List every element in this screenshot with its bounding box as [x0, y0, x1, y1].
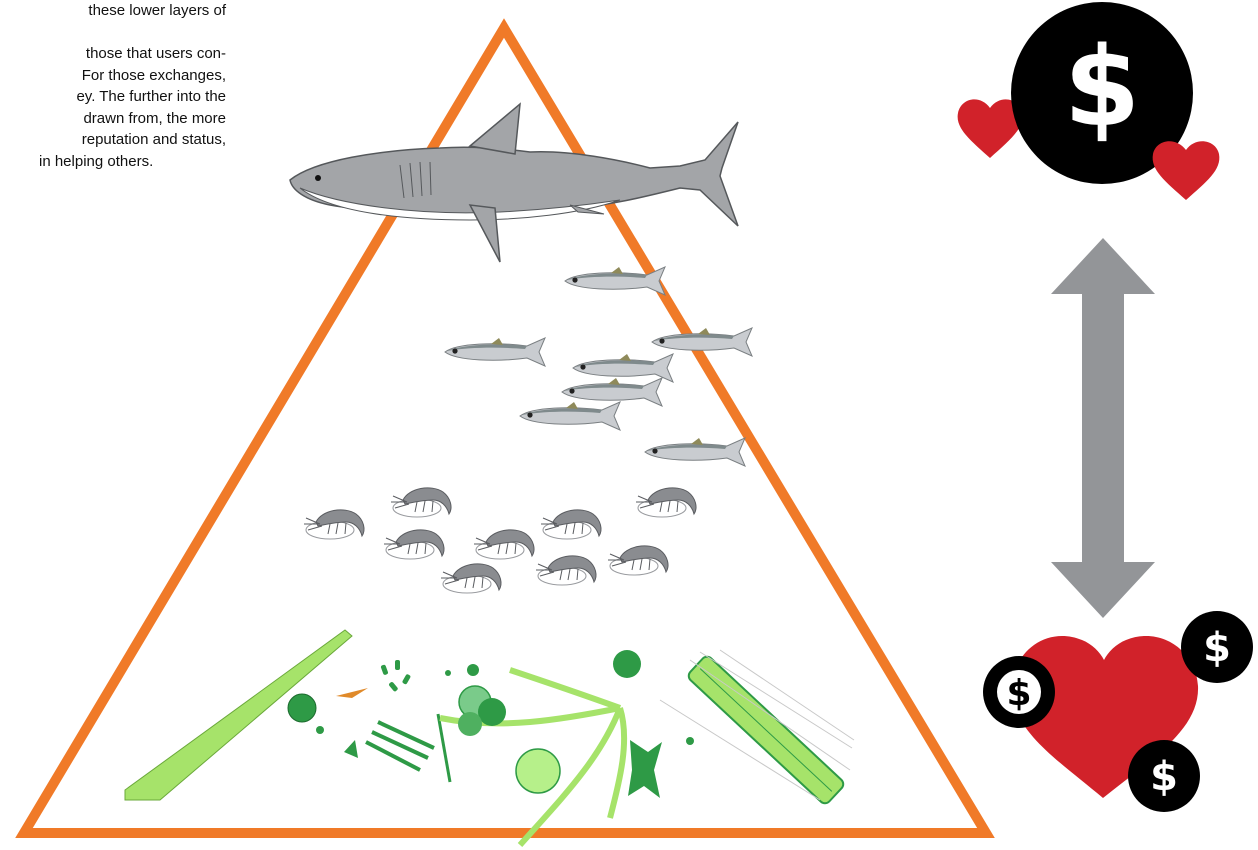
shrimp-icon: [304, 488, 696, 593]
double-arrow-icon: [1051, 238, 1155, 618]
coin-symbol: $: [1150, 754, 1178, 800]
shark-icon: [290, 104, 738, 262]
dollar-coin-icon: $: [1181, 611, 1253, 683]
heart-icon: [1153, 141, 1220, 200]
dollar-coin-icon: $: [1128, 740, 1200, 812]
phytoplankton-icon: [125, 630, 854, 845]
coin-symbol: $: [1064, 23, 1141, 151]
coin-symbol: $: [1006, 673, 1031, 714]
coin-symbol: $: [1203, 625, 1231, 671]
dollar-coin-icon: $: [983, 656, 1055, 728]
